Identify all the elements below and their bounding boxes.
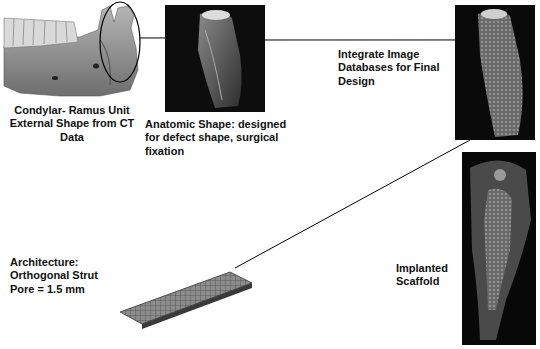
caption: Architecture: Orthogonal Strut Pore = 1.… (10, 256, 116, 296)
caption: Integrate Image Databases for Final Desi… (338, 48, 452, 88)
ct-mandible (4, 2, 140, 96)
anatomic-shape-image (165, 5, 265, 112)
image-panel: Integrate Image Databases for Final Desi… (455, 5, 535, 140)
image-panel: Condylar- Ramus Unit External Shape from… (2, 2, 140, 100)
final-design-image (455, 5, 535, 140)
connector-line (235, 140, 470, 268)
caption: Condylar- Ramus Unit External Shape from… (6, 104, 138, 144)
image-panel: Anatomic Shape: designed for defect shap… (165, 5, 265, 112)
image-panel: Architecture: Orthogonal Strut Pore = 1.… (118, 268, 253, 330)
caption: Implanted Scaffold (396, 262, 459, 289)
image-panel: Implanted Scaffold (462, 152, 536, 345)
connector-line (140, 37, 165, 38)
scaffold-plate (120, 272, 252, 329)
connector-line (265, 39, 455, 40)
implanted-scaffold-image (462, 152, 536, 345)
caption: Anatomic Shape: designed for defect shap… (145, 118, 295, 158)
